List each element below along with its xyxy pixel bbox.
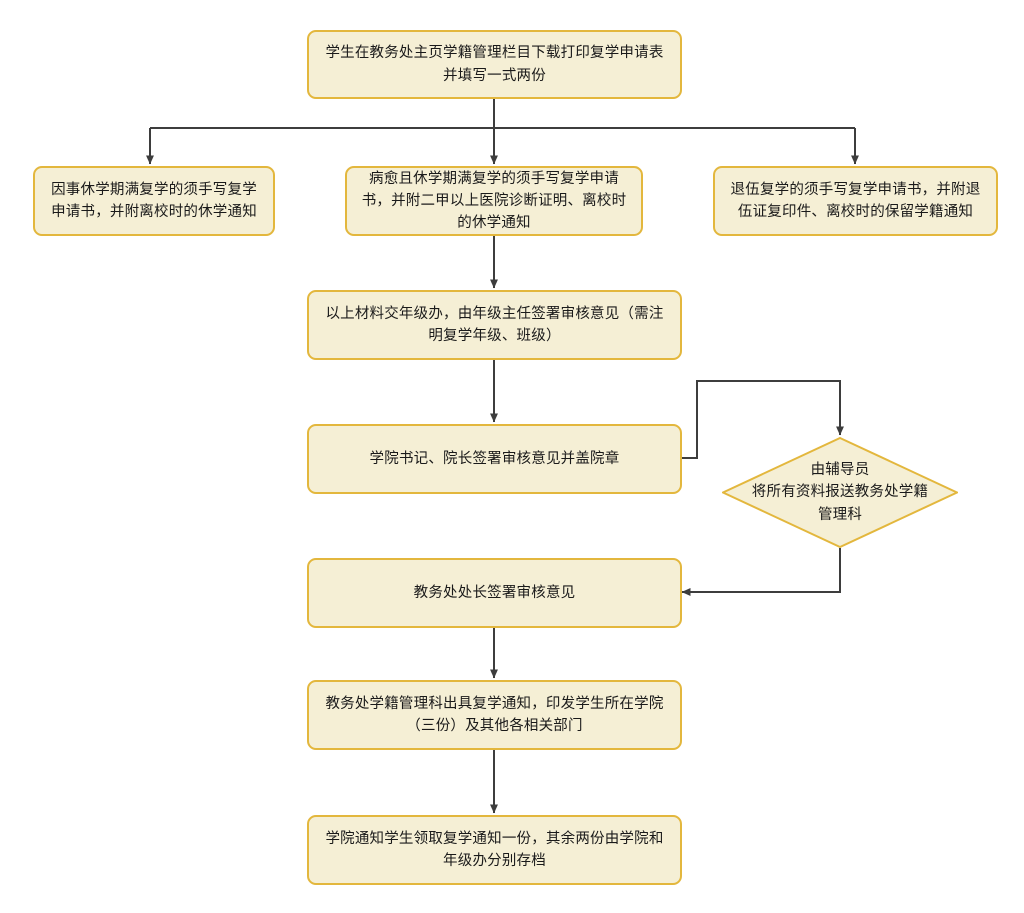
node-start-label: 学生在教务处主页学籍管理栏目下载打印复学申请表并填写一式两份: [325, 45, 664, 84]
node-start[interactable]: 学生在教务处主页学籍管理栏目下载打印复学申请表并填写一式两份: [307, 30, 682, 99]
node-counselor-submit-label: 由辅导员将所有资料报送教务处学籍管理科: [751, 462, 929, 523]
node-dean-sign[interactable]: 教务处处长签署审核意见: [307, 558, 682, 628]
node-dean-sign-label: 教务处处长签署审核意见: [413, 584, 576, 601]
node-medical-leave-label: 病愈且休学期满复学的须手写复学申请书，并附二甲以上医院诊断证明、离校时的休学通知: [361, 170, 627, 232]
node-college-leaders[interactable]: 学院书记、院长签署审核意见并盖院章: [307, 424, 682, 494]
node-military-leave-label: 退伍复学的须手写复学申请书，并附退伍证复印件、离校时的保留学籍通知: [730, 181, 981, 220]
edge-counselor-to-dean: [681, 548, 841, 596]
node-final-archive[interactable]: 学院通知学生领取复学通知一份，其余两份由学院和年级办分别存档: [307, 815, 682, 885]
node-issue-notice-label: 教务处学籍管理科出具复学通知，印发学生所在学院（三份）及其他各相关部门: [325, 695, 664, 734]
node-counselor-submit[interactable]: 由辅导员将所有资料报送教务处学籍管理科: [722, 437, 958, 548]
node-college-leaders-label: 学院书记、院长签署审核意见并盖院章: [369, 450, 620, 467]
node-grade-office[interactable]: 以上材料交年级办，由年级主任签署审核意见（需注明复学年级、班级）: [307, 290, 682, 360]
diamond-shape: [722, 437, 958, 548]
node-military-leave[interactable]: 退伍复学的须手写复学申请书，并附退伍证复印件、离校时的保留学籍通知: [713, 166, 998, 236]
node-grade-office-label: 以上材料交年级办，由年级主任签署审核意见（需注明复学年级、班级）: [325, 305, 664, 344]
node-personal-leave-label: 因事休学期满复学的须手写复学申请书，并附离校时的休学通知: [51, 181, 257, 220]
node-final-archive-label: 学院通知学生领取复学通知一份，其余两份由学院和年级办分别存档: [325, 830, 664, 869]
node-issue-notice[interactable]: 教务处学籍管理科出具复学通知，印发学生所在学院（三份）及其他各相关部门: [307, 680, 682, 750]
node-medical-leave[interactable]: 病愈且休学期满复学的须手写复学申请书，并附二甲以上医院诊断证明、离校时的休学通知: [345, 166, 643, 236]
node-personal-leave[interactable]: 因事休学期满复学的须手写复学申请书，并附离校时的休学通知: [33, 166, 275, 236]
